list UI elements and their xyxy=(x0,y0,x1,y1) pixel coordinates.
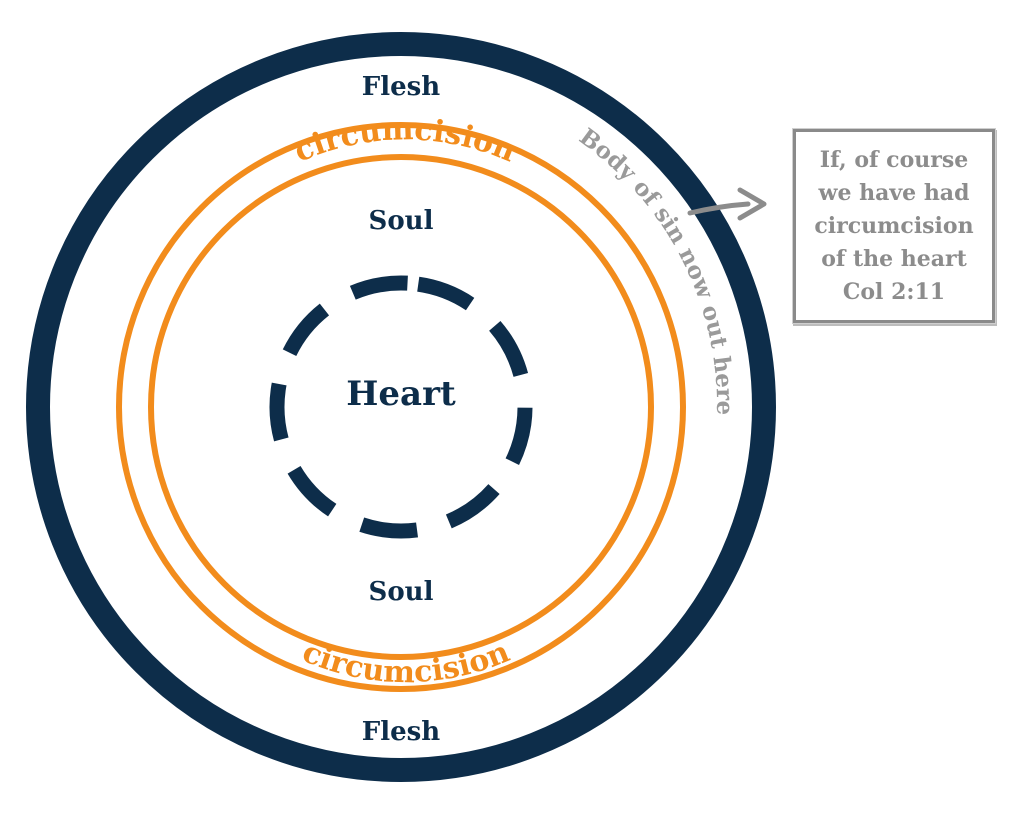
callout-line: we have had xyxy=(818,179,970,206)
soul-bottom-label: Soul xyxy=(369,577,434,607)
heart-dashed-circle xyxy=(269,275,533,539)
scripture-callout-box: If, of course we have had circumcision o… xyxy=(793,129,995,323)
body-of-sin-path: Body of sin now out here xyxy=(574,123,738,415)
flesh-top-label: Flesh xyxy=(362,72,441,102)
flesh-bottom-label: Flesh xyxy=(362,717,441,747)
circumcision-top-label: circumcision xyxy=(289,112,520,169)
callout-reference: Col 2:11 xyxy=(842,278,946,305)
circumcision-ring-inner xyxy=(148,154,654,660)
flesh-ring xyxy=(26,32,776,782)
callout-line: circumcision xyxy=(814,212,974,239)
soul-top-label: Soul xyxy=(369,206,434,236)
callout-line: If, of course xyxy=(819,146,969,173)
arrow-right-icon xyxy=(687,187,767,221)
circumcision-ring-outer xyxy=(116,122,686,692)
circumcision-top-path: circumcision xyxy=(289,112,520,169)
body-of-sin-label: Body of sin now out here xyxy=(574,123,738,415)
callout-line: of the heart xyxy=(821,245,967,272)
heart-label: Heart xyxy=(346,374,456,414)
